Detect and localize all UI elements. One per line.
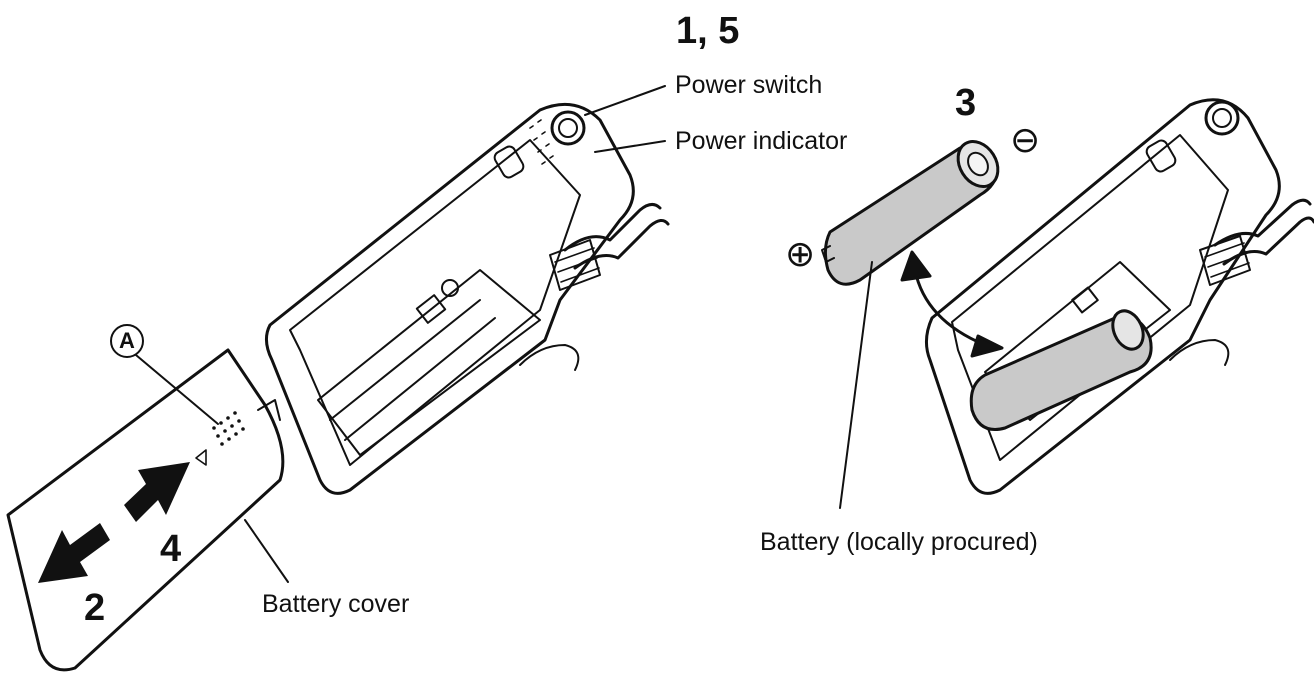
arrow-right-icon <box>124 462 190 522</box>
step-insert-battery: 3 <box>955 82 977 124</box>
arrow-left-icon <box>38 523 110 583</box>
step-attach-cover: 4 <box>160 528 182 570</box>
transmitter-body-right <box>925 98 1314 495</box>
polarity-plus-icon: ⊕ <box>785 233 816 274</box>
label-battery: Battery (locally procured) <box>760 528 1038 556</box>
leader-lines <box>244 85 666 583</box>
transmitter-body-left <box>265 102 670 495</box>
step-power-on-off: 1, 5 <box>676 10 740 52</box>
battery-cover <box>6 348 285 672</box>
detail-marker-a: A <box>110 324 144 358</box>
rotate-arrow-icon <box>900 250 1004 358</box>
step-remove-cover: 2 <box>84 587 106 629</box>
battery-cell <box>821 140 1000 509</box>
label-power-switch: Power switch <box>675 71 823 99</box>
label-battery-cover: Battery cover <box>262 590 410 618</box>
polarity-minus-icon: ⊖ <box>1010 119 1041 160</box>
label-power-indicator: Power indicator <box>675 127 848 155</box>
